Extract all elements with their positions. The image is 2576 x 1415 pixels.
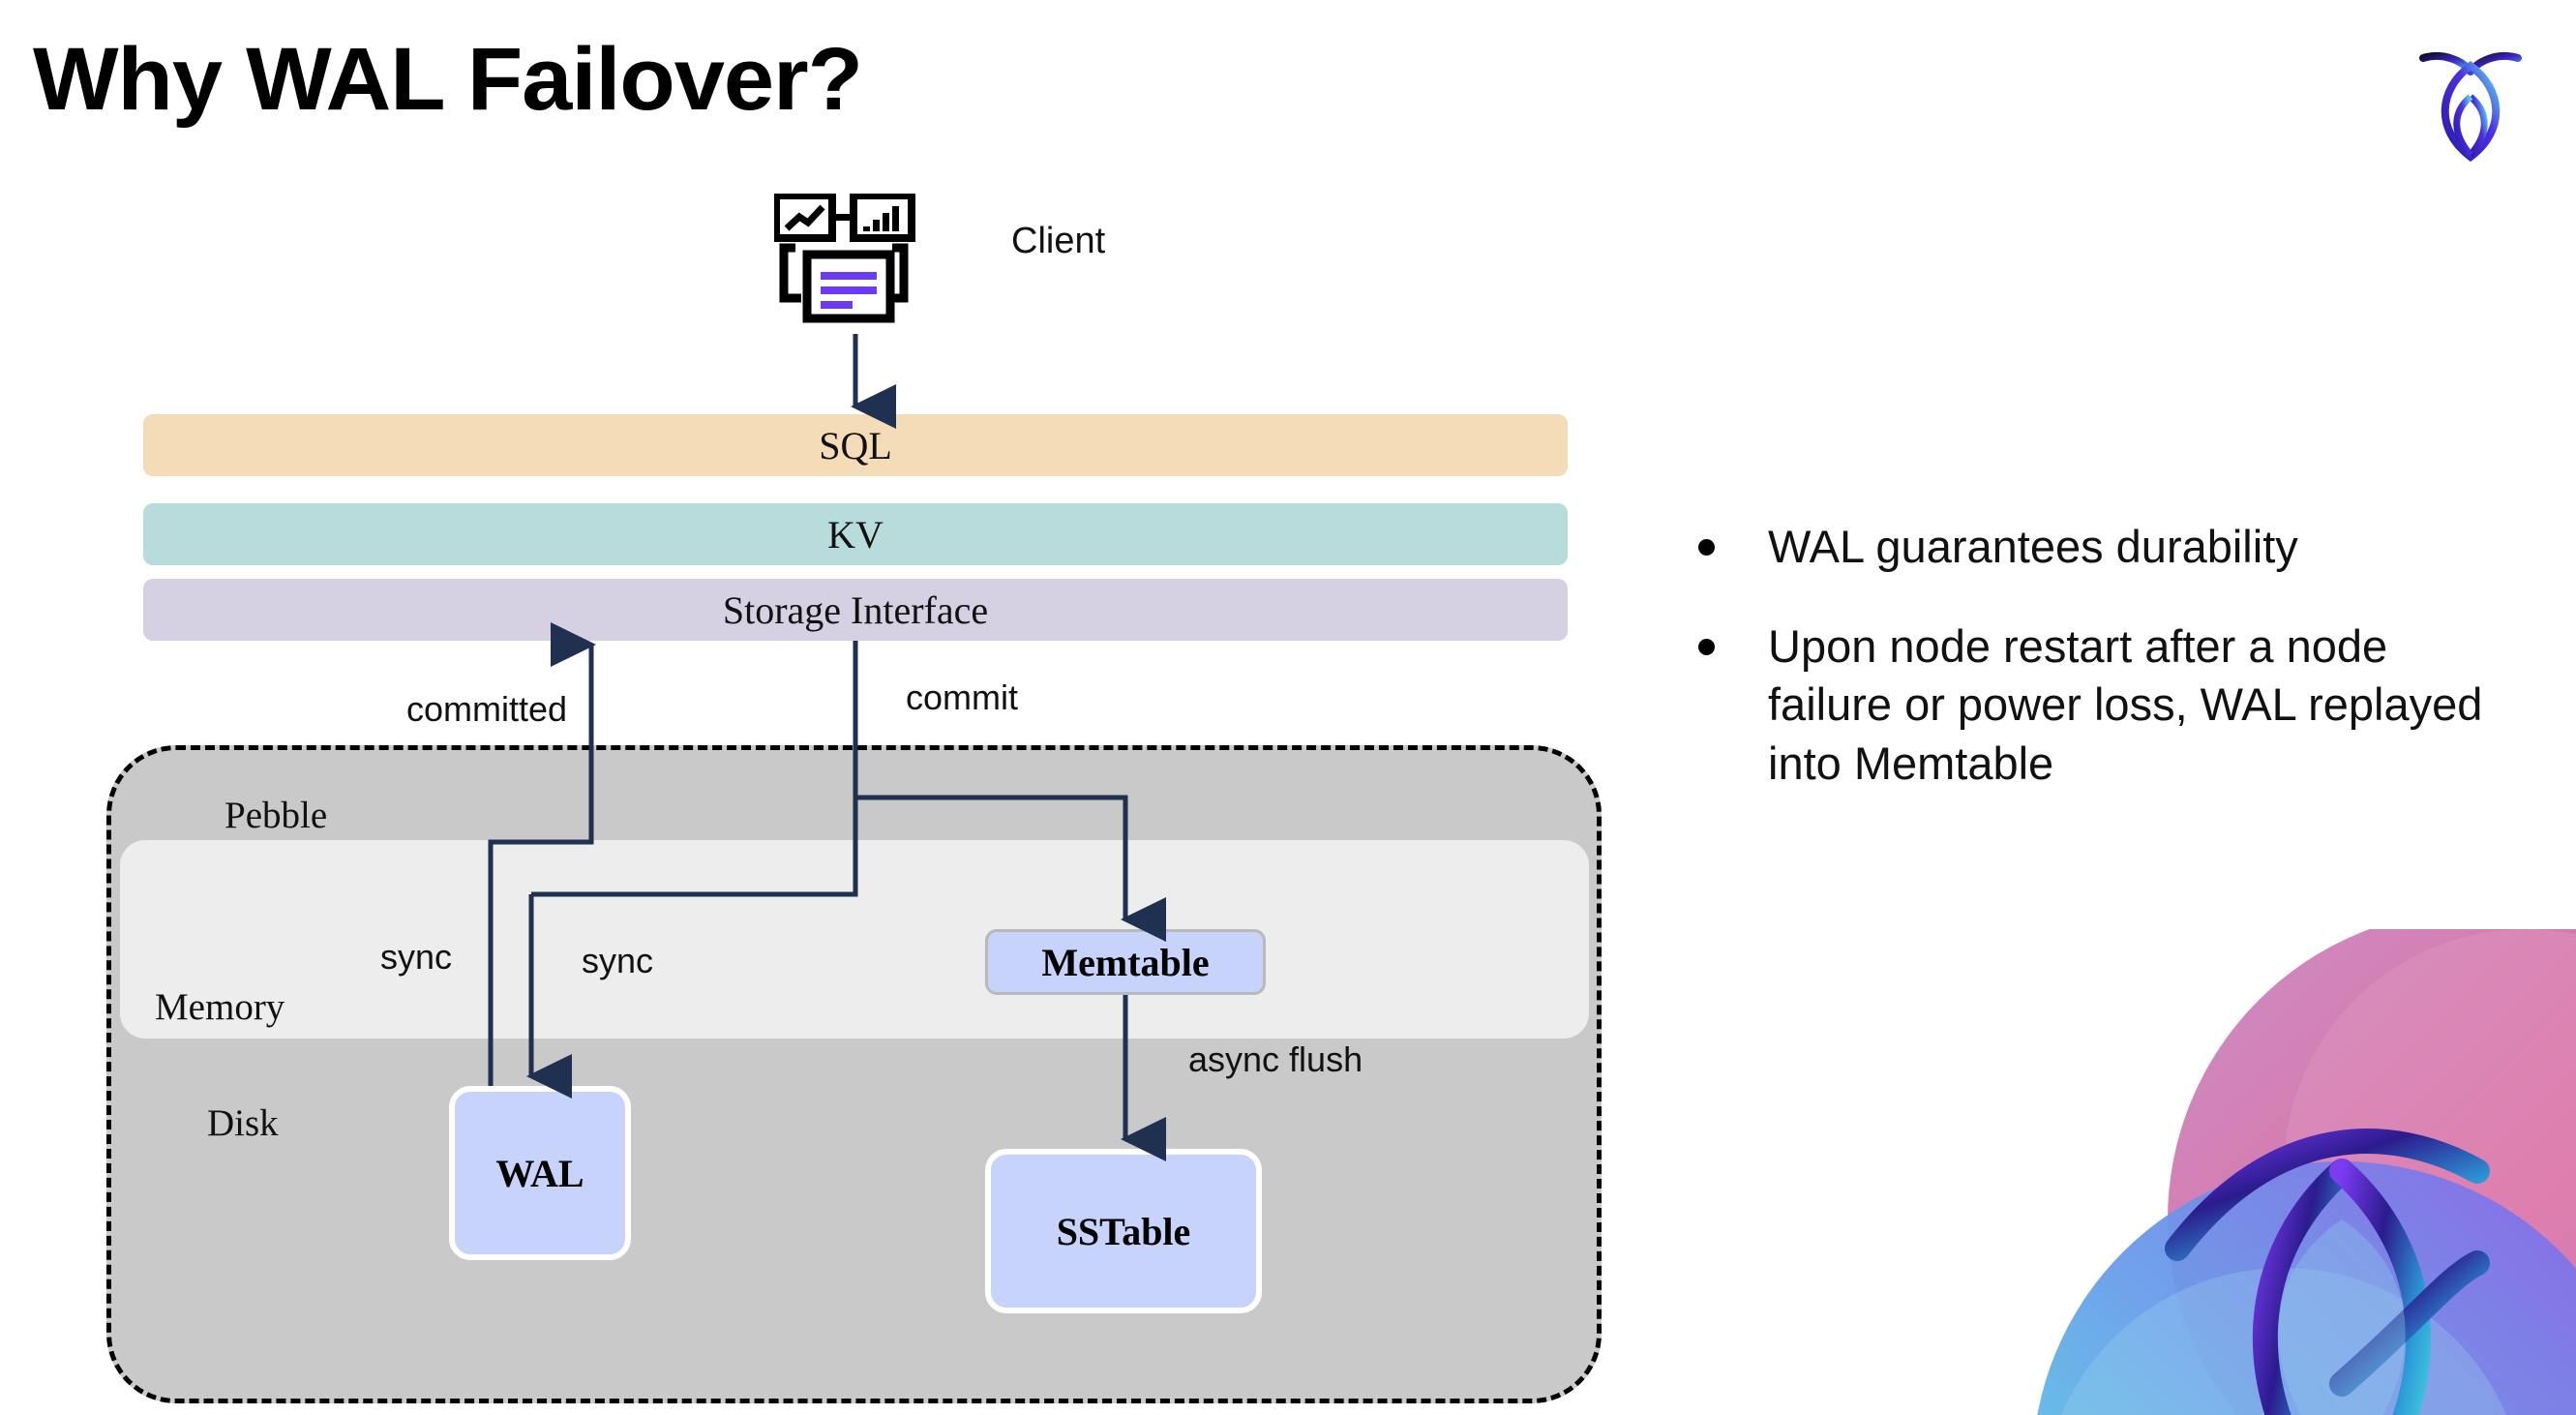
page-title: Why WAL Failover? <box>33 30 863 129</box>
node-wal: WAL <box>449 1086 631 1260</box>
cockroachdb-logo <box>2408 37 2533 172</box>
pebble-label: Pebble <box>225 795 328 836</box>
stack-layer-sql: SQL <box>143 414 1568 476</box>
list-item: Upon node restart after a node failure o… <box>1698 617 2501 794</box>
stack-layer-kv: KV <box>143 503 1568 565</box>
edge-label-sync-2: sync <box>582 941 654 980</box>
node-memtable: Memtable <box>985 929 1266 995</box>
bullet-dot-icon <box>1698 539 1715 556</box>
node-sstable: SSTable <box>985 1149 1262 1313</box>
disk-label: Disk <box>207 1102 279 1144</box>
edge-label-committed: committed <box>406 689 568 729</box>
bullet-list: WAL guarantees durability Upon node rest… <box>1698 518 2501 834</box>
edge-label-sync-1: sync <box>380 937 453 977</box>
memory-label: Memory <box>155 986 285 1028</box>
edge-label-async-flush: async flush <box>1188 1039 1363 1079</box>
decorative-logo-graphic <box>1935 929 2576 1415</box>
stack-layer-storage-interface: Storage Interface <box>143 579 1568 641</box>
client-label: Client <box>1011 221 1106 261</box>
bullet-text: WAL guarantees durability <box>1768 521 2298 572</box>
memory-region <box>120 840 1589 1039</box>
bullet-dot-icon <box>1698 638 1715 655</box>
list-item: WAL guarantees durability <box>1698 518 2501 577</box>
client-monitoring-icon <box>772 192 939 334</box>
bullet-text: Upon node restart after a node failure o… <box>1768 619 2483 789</box>
edge-label-commit: commit <box>906 677 1018 717</box>
